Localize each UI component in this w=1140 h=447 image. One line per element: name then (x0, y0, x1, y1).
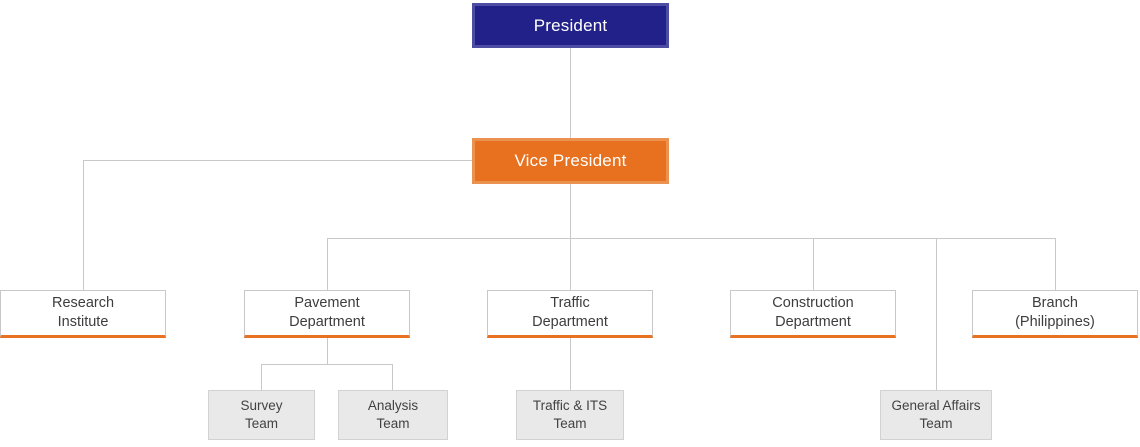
connector-branch-drop (1055, 238, 1056, 290)
node-president: President (472, 3, 669, 48)
node-president-label: President (533, 15, 608, 35)
connector-pavement-teams-stem (327, 338, 328, 364)
node-survey-team-label: Survey Team (240, 398, 283, 431)
node-general-affairs-team: General Affairs Team (880, 390, 992, 440)
connector-construction-drop (813, 238, 814, 290)
node-vice-president: Vice President (472, 138, 669, 184)
node-traffic-department-label: Traffic Department (532, 295, 608, 330)
connector-general-affairs-drop (936, 238, 937, 390)
connector-research-drop (83, 160, 84, 290)
connector-analysis-drop (392, 364, 393, 390)
node-research-institute: Research Institute (0, 290, 166, 338)
node-analysis-team: Analysis Team (338, 390, 448, 440)
node-survey-team: Survey Team (208, 390, 315, 440)
node-construction-department-label: Construction Department (772, 295, 854, 330)
node-construction-department: Construction Department (730, 290, 896, 338)
connector-vp-research-horizontal (83, 160, 472, 161)
node-traffic-its-team: Traffic & ITS Team (516, 390, 624, 440)
connector-president-vp (570, 48, 571, 138)
connector-traffic-team-drop (570, 338, 571, 390)
node-vice-president-label: Vice President (514, 151, 627, 170)
node-analysis-team-label: Analysis Team (367, 398, 419, 431)
node-general-affairs-team-label: General Affairs Team (891, 398, 981, 431)
node-traffic-department: Traffic Department (487, 290, 653, 338)
node-branch-philippines-label: Branch (Philippines) (1015, 295, 1095, 330)
connector-departments-bus (327, 238, 1055, 239)
node-pavement-department: Pavement Department (244, 290, 410, 338)
connector-vp-bus-drop (570, 184, 571, 290)
node-research-institute-label: Research Institute (51, 295, 115, 330)
node-branch-philippines: Branch (Philippines) (972, 290, 1138, 338)
connector-pavement-drop (327, 238, 328, 290)
node-traffic-its-team-label: Traffic & ITS Team (532, 398, 608, 431)
connector-pavement-teams-bus (261, 364, 392, 365)
connector-survey-drop (261, 364, 262, 390)
node-pavement-department-label: Pavement Department (289, 295, 365, 330)
